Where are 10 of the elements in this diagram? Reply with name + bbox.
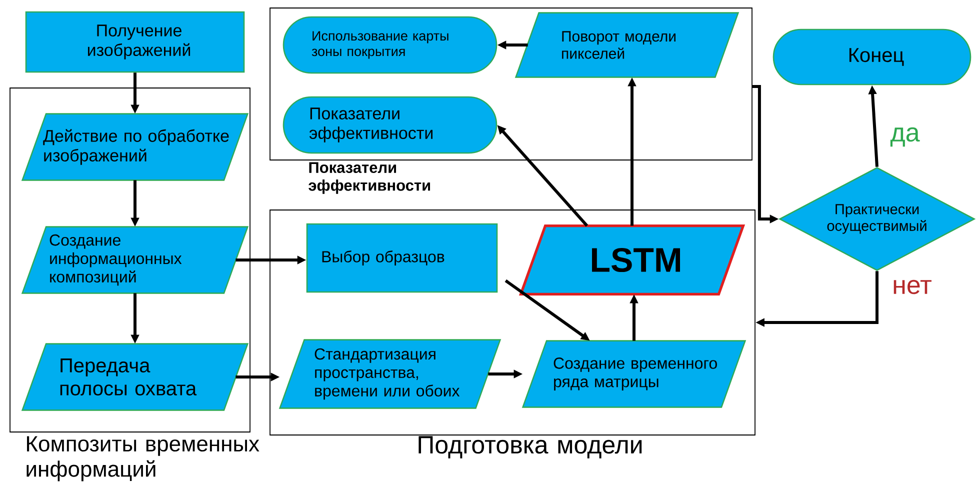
terminal-box: Использование карты зоны покрытия [282,16,498,74]
process-box: Получение изображений [25,11,245,73]
edge-label: да [889,126,921,148]
group-title: Показатели эффективности [308,162,430,194]
edge-label: нет [891,278,933,296]
terminal-box: Показатели эффективности [282,96,498,154]
group-title: Подготовка модели [418,436,642,458]
process-box: Выбор образцов [306,223,498,293]
group-title: Композиты временных информаций [26,436,260,482]
terminal-box: Конец [772,28,972,86]
